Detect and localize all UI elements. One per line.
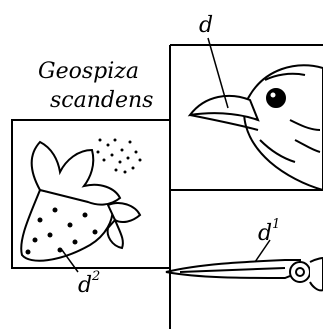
pliers-tool-illustration [166,258,323,290]
beak-label: d [199,13,213,38]
genus-label: Geospiza [38,59,139,84]
tool-label: d [258,221,272,246]
cactus-label-superscript: 2 [91,269,100,284]
finch-head-illustration [190,65,323,190]
species-epithet-label: scandens [50,88,153,113]
cactus-label: d [78,273,92,298]
tool-label-superscript: 1 [272,217,280,232]
